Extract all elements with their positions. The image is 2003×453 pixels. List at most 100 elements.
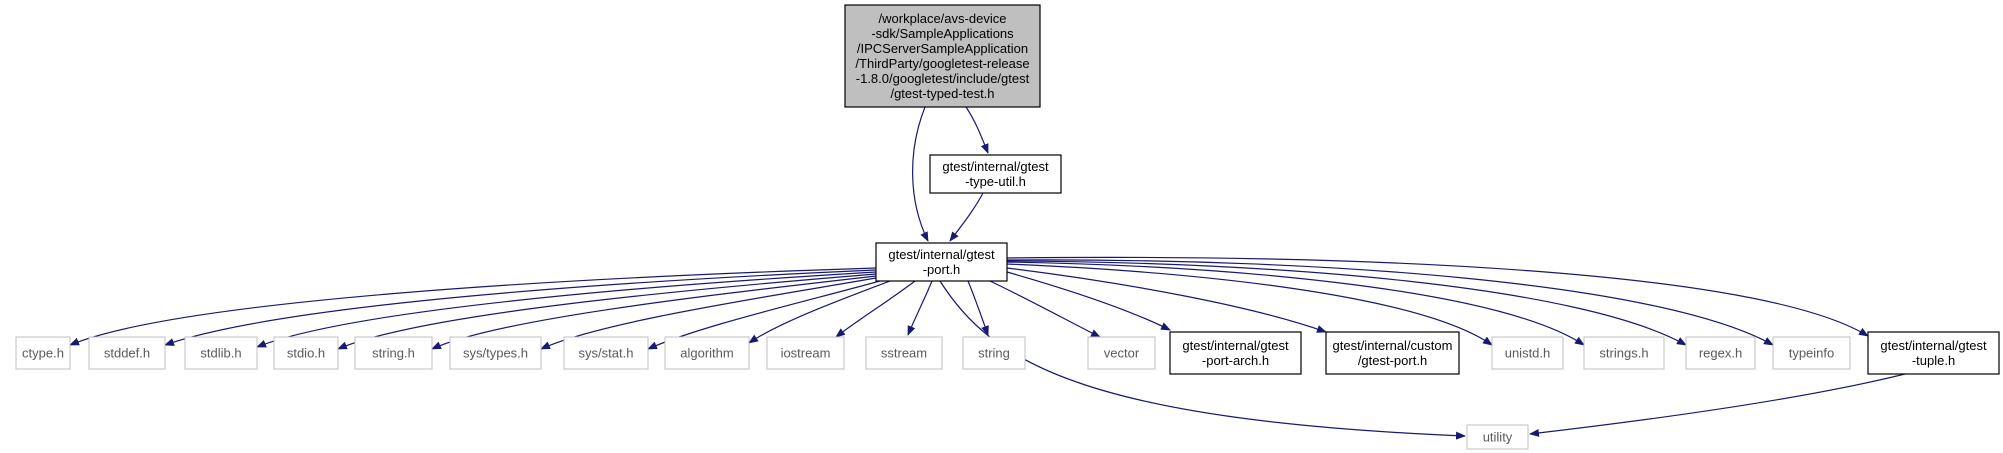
node-label-line: string	[978, 346, 1010, 361]
node-iostream: iostream	[766, 336, 845, 370]
node-box	[1491, 336, 1564, 370]
edges-layer	[69, 106, 1906, 440]
node-custom-port[interactable]: gtest/internal/custom/gtest-port.h	[1325, 331, 1460, 375]
node-label-line: utility	[1483, 430, 1513, 445]
node-box	[354, 336, 433, 370]
edge-root-to-port	[912, 106, 929, 242]
node-port-arch[interactable]: gtest/internal/gtest-port-arch.h	[1169, 331, 1302, 375]
node-unistd: unistd.h	[1491, 336, 1564, 370]
node-string-h: string.h	[354, 336, 433, 370]
node-vector: vector	[1087, 336, 1156, 370]
edge-port-to-utility	[939, 280, 1466, 440]
node-box	[1867, 331, 2000, 375]
edge-port-to-port-arch	[1006, 271, 1171, 331]
node-ctype: ctype.h	[15, 336, 71, 370]
node-box	[15, 336, 71, 370]
node-string: string	[962, 336, 1026, 370]
node-box	[1169, 331, 1302, 375]
node-label-line: /ThirdParty/googletest-release	[855, 56, 1029, 71]
node-sys-types: sys/types.h	[449, 336, 542, 370]
node-box	[273, 336, 339, 370]
node-label-line: sys/types.h	[463, 346, 528, 361]
edge-port-to-vector	[989, 280, 1101, 338]
edge-port-to-unistd	[1006, 263, 1493, 346]
node-box	[962, 336, 1026, 370]
edge-port-to-regex	[1006, 260, 1687, 346]
node-tuple[interactable]: gtest/internal/gtest-tuple.h	[1867, 331, 2000, 375]
node-box	[929, 154, 1062, 194]
node-box	[184, 336, 258, 370]
node-label-line: stdio.h	[287, 346, 325, 361]
node-label-line: /gtest-typed-test.h	[890, 86, 994, 101]
edge-port-to-iostream	[835, 280, 916, 338]
node-box	[1685, 336, 1756, 370]
node-box	[1583, 336, 1665, 370]
node-label-line: regex.h	[1699, 346, 1742, 361]
edge-port-to-strings	[1006, 261, 1585, 346]
node-label-line: sys/stat.h	[579, 346, 634, 361]
node-label-line: -tuple.h	[1912, 353, 1955, 368]
nodes-layer: /workplace/avs-device-sdk/SampleApplicat…	[15, 4, 2000, 450]
node-sys-stat: sys/stat.h	[563, 336, 649, 370]
node-sstream: sstream	[865, 336, 943, 370]
node-utility: utility	[1466, 424, 1529, 450]
node-label-line: unistd.h	[1505, 346, 1551, 361]
edge-port-to-stddef	[164, 269, 877, 346]
node-box	[865, 336, 943, 370]
node-label-line: gtest/internal/gtest	[888, 247, 995, 262]
edge-tuple-to-utility	[1529, 373, 1906, 437]
node-label-line: gtest/internal/custom	[1333, 338, 1453, 353]
node-box	[563, 336, 649, 370]
node-label-line: vector	[1104, 346, 1140, 361]
edge-port-to-sstream	[907, 280, 933, 336]
node-label-line: -port.h	[923, 262, 961, 277]
edge-type-util-to-port	[949, 192, 984, 242]
node-label-line: -port-arch.h	[1202, 353, 1269, 368]
node-label-line: ctype.h	[22, 346, 64, 361]
node-typeinfo: typeinfo	[1772, 336, 1851, 370]
edge-port-to-custom-port	[1006, 267, 1327, 333]
node-box	[1087, 336, 1156, 370]
node-label-line: sstream	[881, 346, 927, 361]
node-box	[664, 336, 750, 370]
node-label-line: strings.h	[1599, 346, 1648, 361]
node-label-line: string.h	[372, 346, 415, 361]
edge-root-to-type-util	[965, 106, 989, 154]
node-box	[1325, 331, 1460, 375]
node-stdio: stdio.h	[273, 336, 339, 370]
edge-port-to-typeinfo	[1006, 259, 1774, 346]
node-type-util[interactable]: gtest/internal/gtest-type-util.h	[929, 154, 1062, 194]
node-port[interactable]: gtest/internal/gtest-port.h	[875, 242, 1008, 282]
node-algorithm: algorithm	[664, 336, 750, 370]
node-box	[1772, 336, 1851, 370]
node-label-line: gtest/internal/gtest	[942, 159, 1049, 174]
node-label-line: -sdk/SampleApplications	[871, 26, 1014, 41]
edge-port-to-stdlib	[256, 271, 877, 348]
edge-port-to-algorithm	[748, 280, 891, 344]
node-label-line: -1.8.0/googletest/include/gtest	[856, 71, 1030, 86]
node-box	[844, 4, 1041, 108]
edge-port-to-stdio	[337, 273, 877, 350]
node-stdlib: stdlib.h	[184, 336, 258, 370]
node-label-line: /workplace/avs-device	[879, 11, 1007, 26]
node-box	[766, 336, 845, 370]
node-box	[1466, 424, 1529, 450]
node-label-line: gtest/internal/gtest	[1880, 338, 1987, 353]
edge-port-to-ctype	[69, 267, 877, 346]
node-strings: strings.h	[1583, 336, 1665, 370]
node-label-line: -type-util.h	[965, 174, 1026, 189]
node-label-line: gtest/internal/gtest	[1182, 338, 1289, 353]
node-label-line: algorithm	[680, 346, 733, 361]
node-box	[449, 336, 542, 370]
edge-port-to-tuple	[1006, 256, 1869, 337]
node-label-line: /gtest-port.h	[1358, 353, 1427, 368]
node-box	[88, 336, 166, 370]
node-regex: regex.h	[1685, 336, 1756, 370]
node-label-line: typeinfo	[1789, 346, 1835, 361]
node-label-line: stdlib.h	[200, 346, 241, 361]
node-label-line: /IPCServerSampleApplication	[857, 41, 1028, 56]
node-box	[875, 242, 1008, 282]
node-root[interactable]: /workplace/avs-device-sdk/SampleApplicat…	[844, 4, 1041, 108]
node-stddef: stddef.h	[88, 336, 166, 370]
